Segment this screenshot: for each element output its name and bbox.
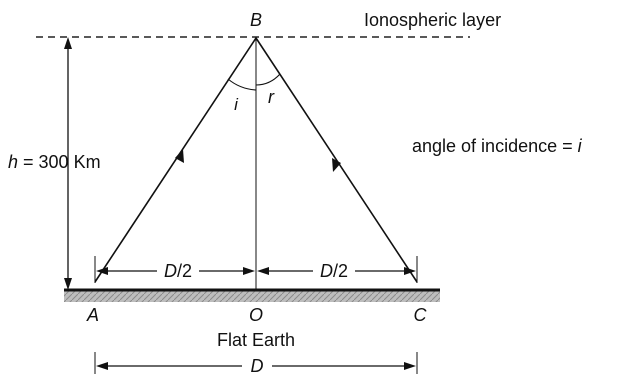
reflected-ray-arrow — [332, 158, 341, 172]
point-c-label: C — [414, 305, 428, 325]
ionospheric-layer-label: Ionospheric layer — [364, 10, 501, 30]
incidence-note-text: angle of incidence = — [412, 136, 578, 156]
half-distance-right-label: D/2 — [320, 261, 348, 281]
full-dim-arrow-right — [404, 362, 416, 370]
incidence-note: angle of incidence = i — [412, 136, 583, 156]
half-dim-left-arrow-a — [96, 267, 108, 275]
point-a-label: A — [86, 305, 99, 325]
point-o-label: O — [249, 305, 263, 325]
reflected-ray — [255, 37, 418, 283]
half-dim-right-arrow-o — [257, 267, 269, 275]
height-arrow-bottom — [64, 278, 72, 290]
ground-label: Flat Earth — [217, 330, 295, 350]
height-arrow-top — [64, 37, 72, 49]
distance-label: D — [251, 356, 264, 375]
angle-i-label: i — [234, 95, 239, 114]
half-dim-right-arrow-c — [404, 267, 416, 275]
incident-ray-arrow — [175, 149, 184, 163]
full-dim-arrow-left — [96, 362, 108, 370]
angle-r-label: r — [268, 87, 275, 107]
point-b-label: B — [250, 10, 262, 30]
half-distance-left-var: D — [164, 261, 177, 281]
half-distance-left-rest: /2 — [177, 261, 192, 281]
incident-ray — [94, 37, 257, 283]
height-value: = 300 Km — [18, 152, 101, 172]
height-var: h — [8, 152, 18, 172]
height-label: h = 300 Km — [8, 152, 101, 172]
angle-r-arc — [255, 73, 281, 86]
half-distance-right-rest: /2 — [333, 261, 348, 281]
ground-hatch — [64, 290, 440, 302]
half-distance-left-label: D/2 — [164, 261, 192, 281]
angle-i-arc — [227, 78, 257, 91]
half-dim-left-arrow-o — [243, 267, 255, 275]
half-distance-right-var: D — [320, 261, 333, 281]
incidence-note-var: i — [578, 136, 583, 156]
